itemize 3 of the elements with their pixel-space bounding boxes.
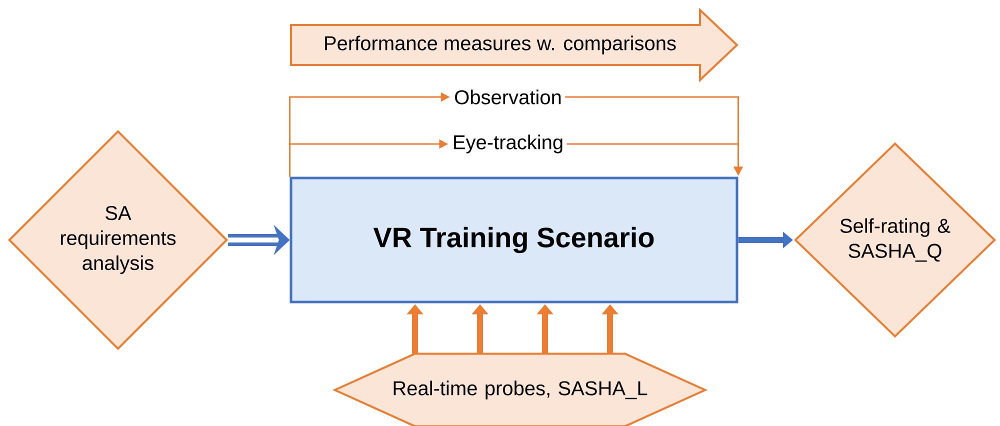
flow-label: Eye-tracking — [454, 134, 562, 154]
flow-label: Observation — [455, 90, 561, 104]
process-box: VR Training Scenario — [290, 176, 738, 304]
